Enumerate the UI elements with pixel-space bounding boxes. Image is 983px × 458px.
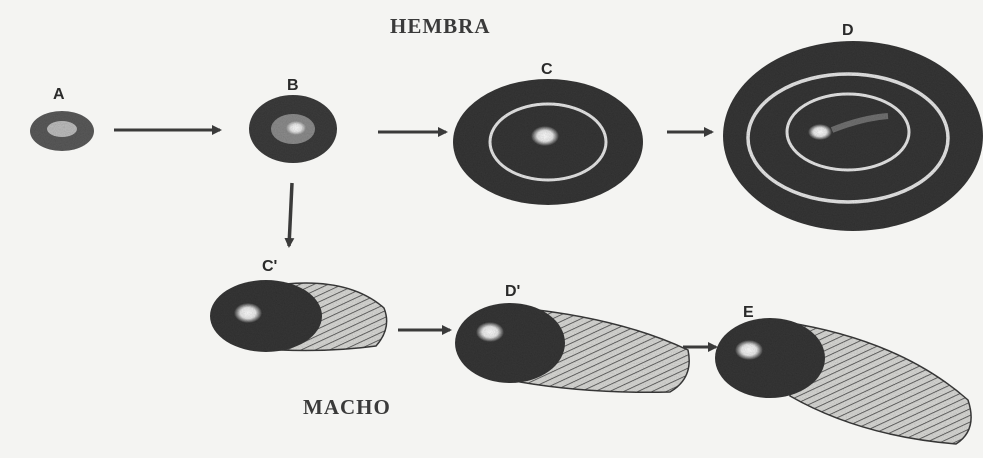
- stage-label-b: B: [287, 77, 299, 95]
- female-caption: HEMBRA: [390, 14, 491, 39]
- arrow-b-to-c-prime: [289, 183, 292, 246]
- stage-b-scale: [249, 95, 337, 163]
- stage-c-scale: [453, 79, 643, 205]
- stage-a-scale: [30, 111, 94, 151]
- stage-label-e: E: [743, 304, 754, 322]
- stage-label-d-prime: D': [505, 283, 520, 301]
- stage-e-scale: [715, 318, 971, 444]
- stage-d-prime-scale: [455, 303, 689, 392]
- male-caption: MACHO: [303, 395, 391, 420]
- stage-c-prime-scale: [210, 280, 387, 352]
- stage-d-scale: [723, 41, 983, 231]
- stage-label-c: C: [541, 61, 553, 79]
- stage-label-c-prime: C': [262, 258, 277, 276]
- stage-label-a: A: [53, 86, 65, 104]
- stage-label-d: D: [842, 22, 854, 40]
